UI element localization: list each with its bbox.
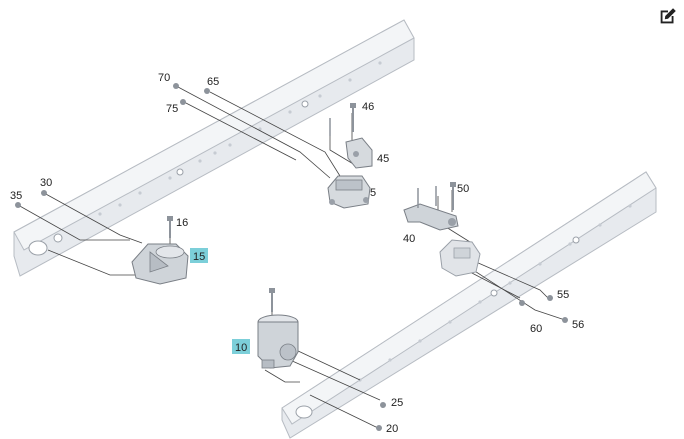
callout-16[interactable]: 16 — [176, 217, 188, 229]
callout-5[interactable]: 5 — [370, 187, 376, 199]
callout-45[interactable]: 45 — [377, 153, 389, 165]
callout-50[interactable]: 50 — [457, 183, 469, 195]
engine-mount-5 — [327, 175, 371, 209]
callout-30[interactable]: 30 — [40, 177, 52, 189]
callout-70[interactable]: 70 — [158, 72, 170, 84]
bolt-heads — [15, 83, 568, 431]
callout-46[interactable]: 46 — [362, 101, 374, 113]
bolt-16 — [167, 216, 173, 238]
callout-60[interactable]: 60 — [530, 323, 542, 335]
callout-40[interactable]: 40 — [403, 233, 415, 245]
bolts-40-studs — [417, 186, 437, 208]
bracket-45 — [345, 137, 373, 169]
callout-15[interactable]: 15 — [193, 251, 205, 263]
edit-icon — [660, 8, 676, 24]
edit-button[interactable] — [655, 3, 681, 29]
callout-55[interactable]: 55 — [557, 289, 569, 301]
engine-mount-15 — [131, 243, 189, 285]
bolt-46 — [350, 103, 356, 132]
engine-mount-right — [439, 239, 481, 277]
callout-10[interactable]: 10 — [235, 342, 247, 354]
callout-56[interactable]: 56 — [572, 319, 584, 331]
bracket-40 — [403, 203, 459, 231]
engine-mount-10 — [257, 314, 299, 369]
callout-65[interactable]: 65 — [207, 76, 219, 88]
callouts: 70 65 75 46 45 5 35 30 16 15 50 40 55 60… — [10, 72, 584, 435]
callout-15-highlight — [190, 248, 208, 263]
leader-lines — [17, 86, 566, 429]
frame-rail-right — [281, 171, 657, 439]
bolt-10-top — [269, 288, 275, 312]
callout-75[interactable]: 75 — [166, 103, 178, 115]
callout-20[interactable]: 20 — [386, 423, 398, 435]
callout-35[interactable]: 35 — [10, 190, 22, 202]
frame-rail-left — [13, 19, 415, 277]
callout-10-highlight — [232, 339, 250, 354]
bolt-50 — [450, 182, 456, 210]
callout-25[interactable]: 25 — [391, 397, 403, 409]
